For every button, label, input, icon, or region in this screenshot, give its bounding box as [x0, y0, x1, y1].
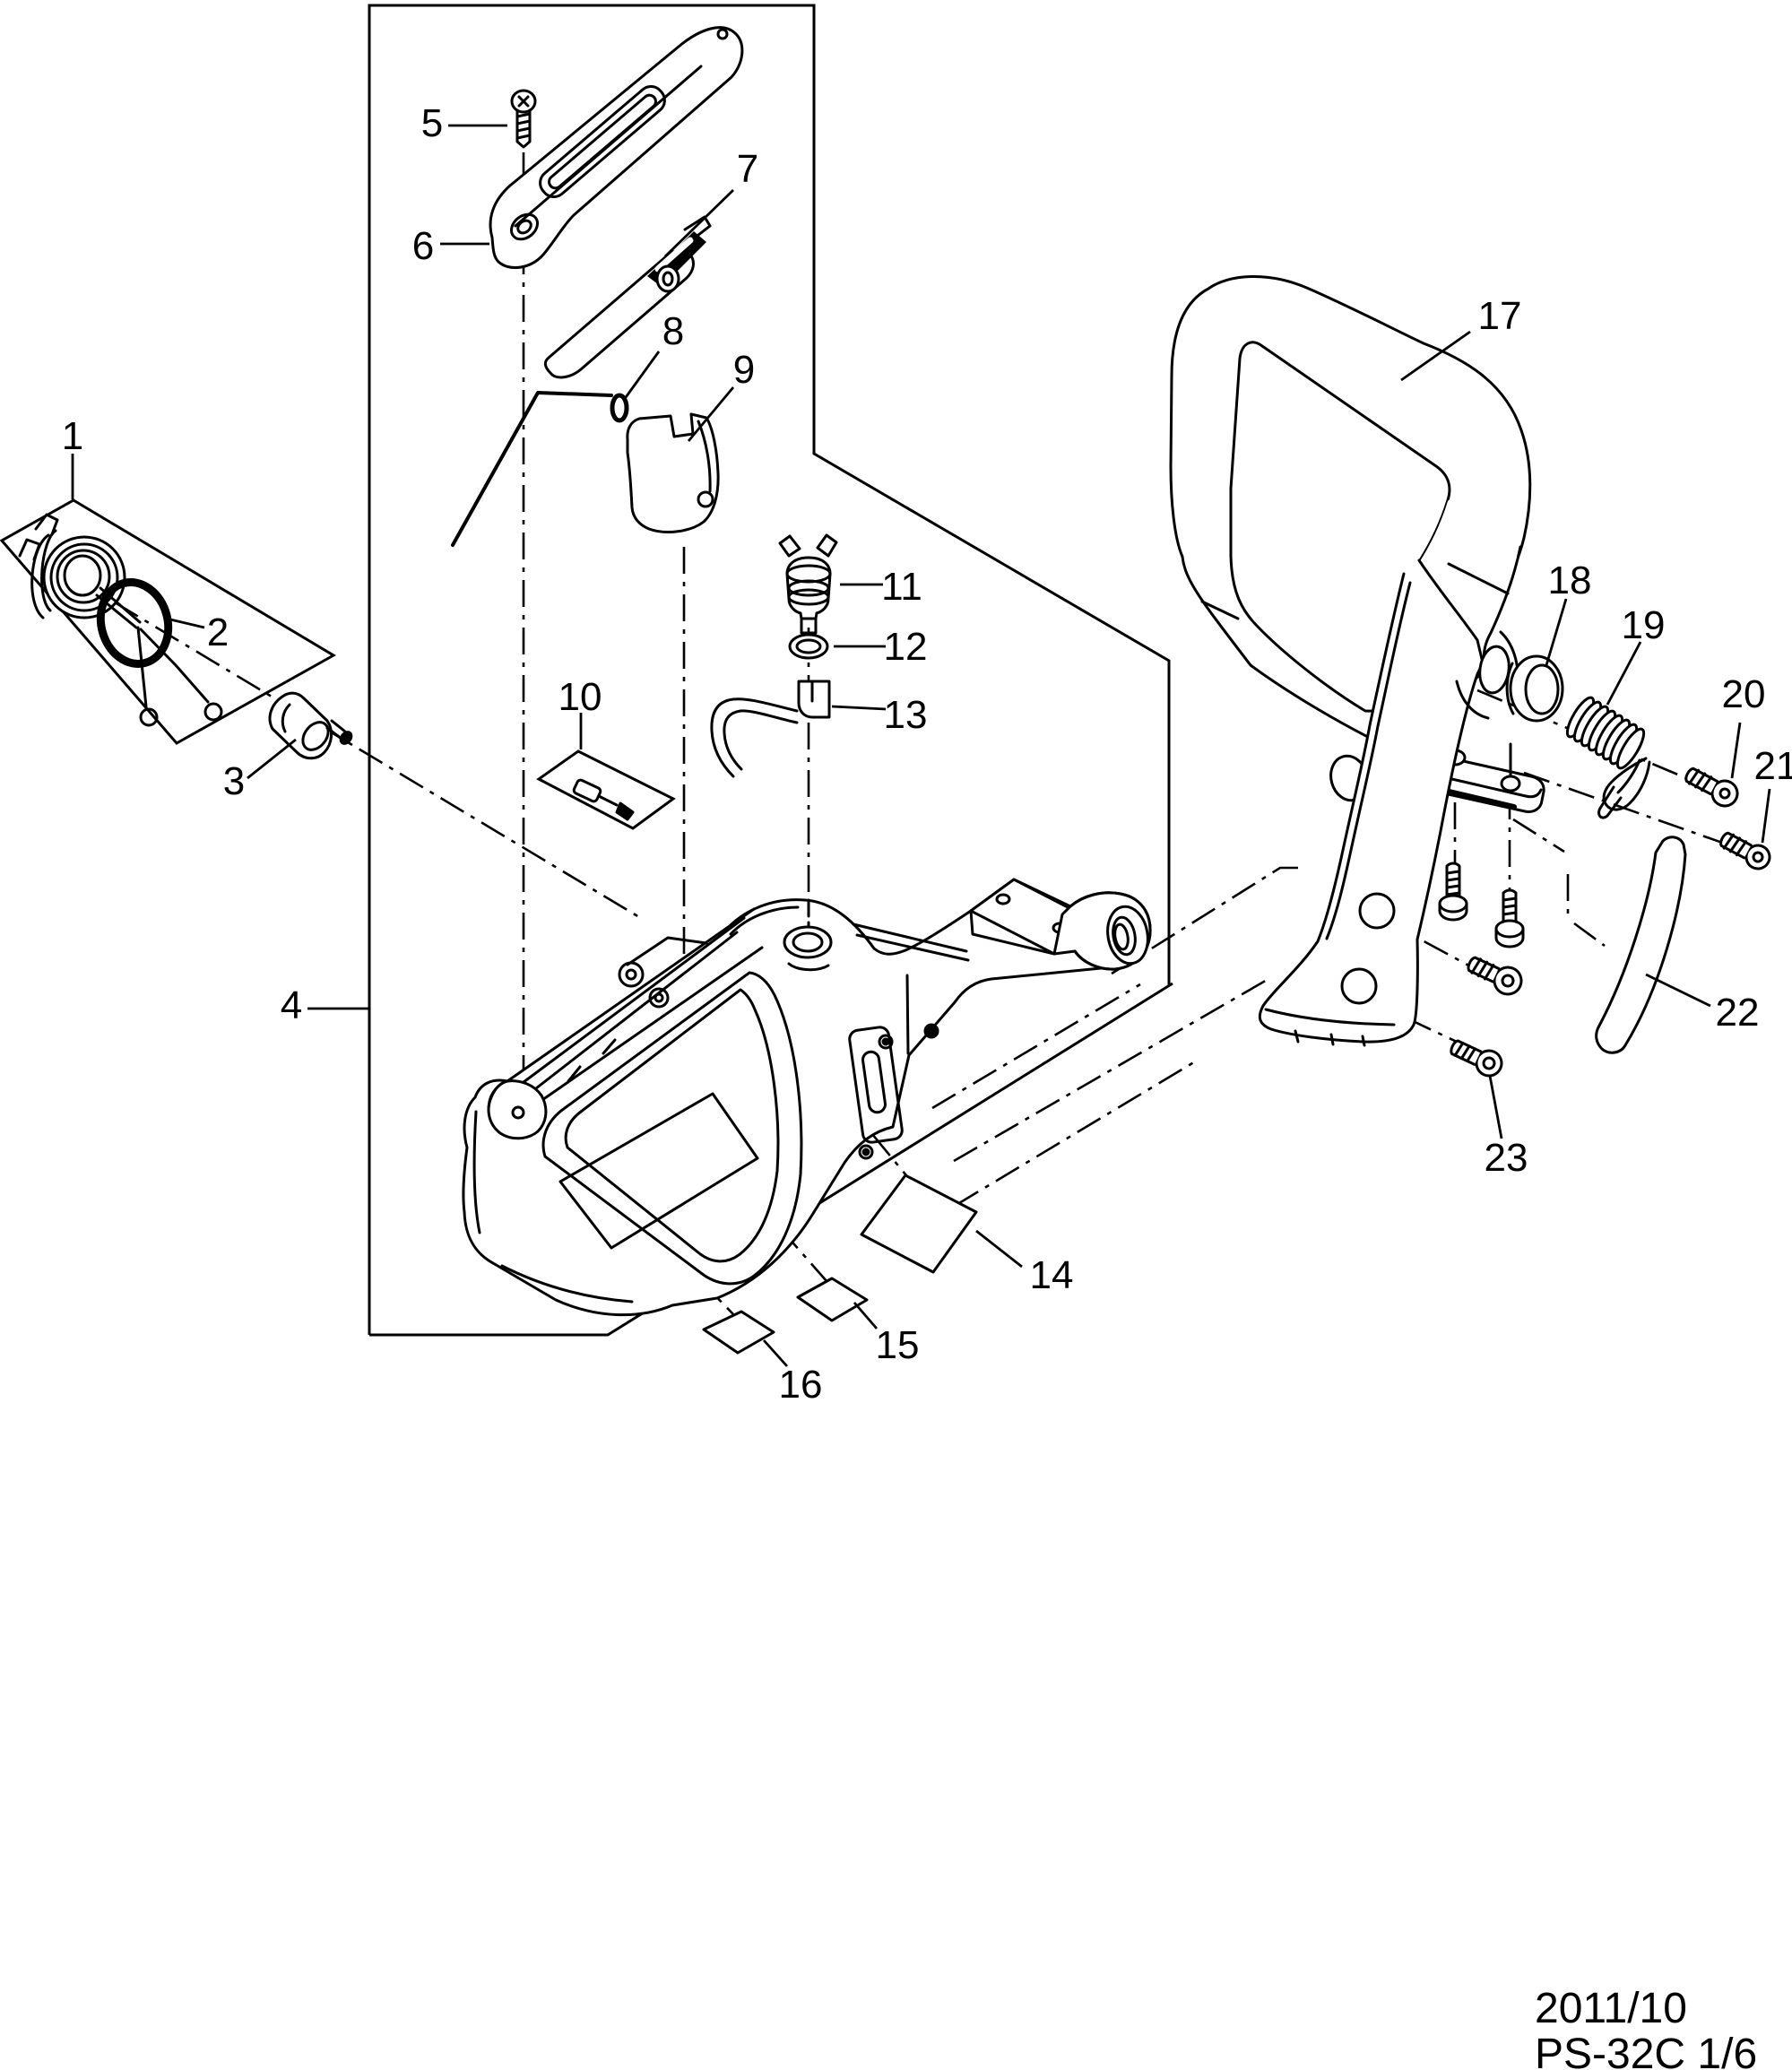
- svg-text:19: 19: [1622, 603, 1666, 647]
- svg-text:18: 18: [1548, 559, 1592, 602]
- svg-text:15: 15: [876, 1323, 920, 1367]
- svg-text:2011/10: 2011/10: [1535, 1985, 1687, 2032]
- svg-text:8: 8: [662, 309, 684, 353]
- svg-text:4: 4: [281, 983, 302, 1027]
- svg-text:PS-32C 1/6: PS-32C 1/6: [1535, 2031, 1757, 2070]
- svg-text:9: 9: [733, 348, 755, 392]
- svg-text:11: 11: [881, 565, 922, 609]
- svg-text:1: 1: [62, 414, 83, 458]
- svg-text:20: 20: [1722, 672, 1766, 716]
- svg-text:16: 16: [779, 1363, 823, 1407]
- svg-text:13: 13: [884, 693, 928, 737]
- svg-text:14: 14: [1030, 1253, 1074, 1297]
- svg-text:7: 7: [737, 147, 758, 191]
- svg-text:10: 10: [558, 675, 602, 719]
- svg-text:12: 12: [884, 625, 928, 669]
- svg-text:22: 22: [1716, 991, 1760, 1035]
- svg-text:23: 23: [1485, 1136, 1528, 1180]
- svg-text:3: 3: [223, 759, 245, 803]
- svg-text:5: 5: [421, 101, 443, 145]
- svg-text:21: 21: [1754, 744, 1792, 788]
- svg-text:17: 17: [1478, 294, 1522, 338]
- svg-text:6: 6: [412, 224, 434, 268]
- svg-text:2: 2: [207, 611, 229, 654]
